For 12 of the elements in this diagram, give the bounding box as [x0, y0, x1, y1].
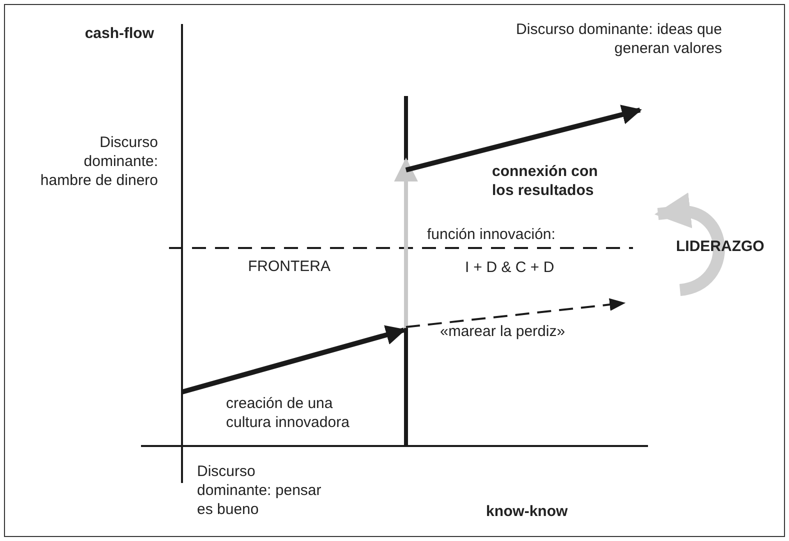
annotation-text: función innovación: [427, 225, 556, 244]
axis-label: know-know [486, 502, 568, 521]
annotation-text: Discurso dominante: pensar es bueno [197, 462, 322, 519]
annotation-text: connexión con los resultados [492, 162, 599, 200]
axis-label: cash-flow [84, 24, 154, 43]
region-label: FRONTERA [248, 257, 330, 276]
annotation-text: Discurso dominante: hambre de dinero [39, 133, 158, 190]
annotation-text: creación de una cultura innovadora [226, 394, 350, 432]
annotation-text: LIDERAZGO [676, 237, 764, 256]
annotation-text: Discurso dominante: ideas que generan valores [515, 20, 722, 58]
annotation-text: «marear la perdiz» [440, 322, 566, 341]
formula-text: I + D & C + D [465, 258, 554, 277]
